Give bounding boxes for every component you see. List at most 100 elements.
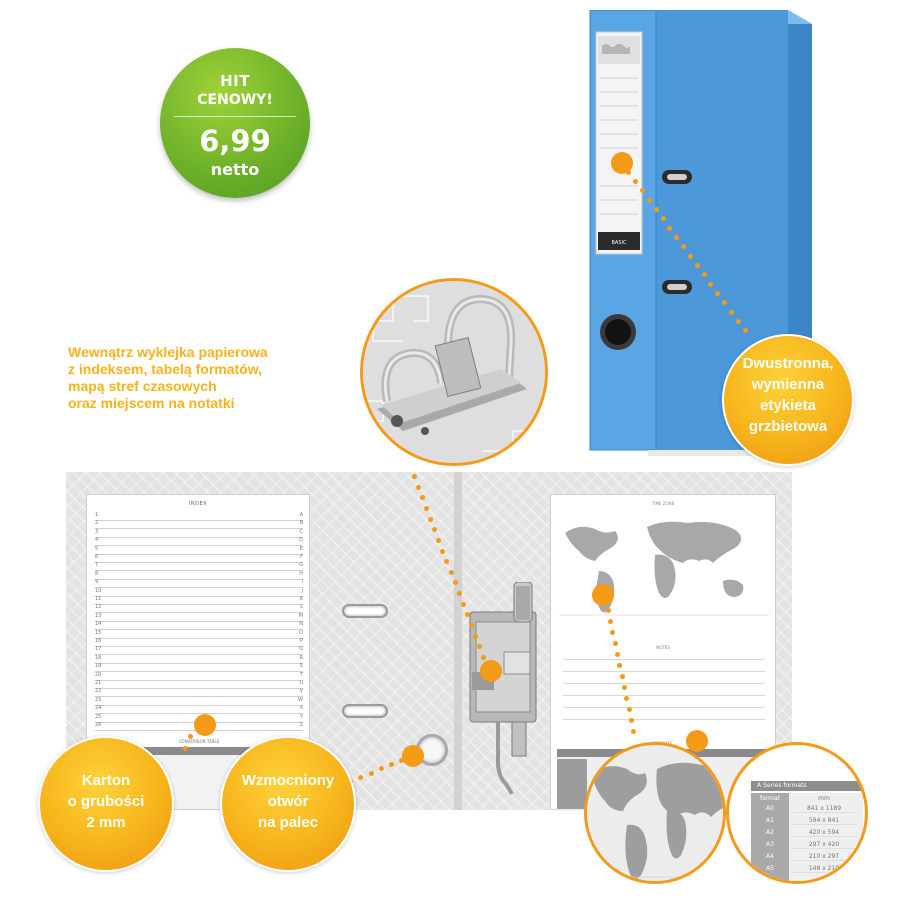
connector-dot [452,580,458,586]
callout-thumb-hole: Wzmocniony otwór na palec [220,736,356,872]
connector-dot [432,527,438,533]
connector-dot [624,695,630,701]
index-row-letter: T [299,671,303,678]
index-row-number: 19 [95,663,102,670]
formats-zoom-header: A Series formats [751,781,863,791]
connector-dot [646,197,652,203]
connector-dot [660,216,666,222]
connector-dot [605,608,611,614]
callout-line: 2 mm [86,814,126,831]
spine-brand-text: BASIC [612,240,627,246]
formats-row-format: A3 [766,841,774,848]
index-row-letter: C [299,528,304,535]
callout-line: o grubości [67,793,145,810]
connector-dot [708,281,714,287]
index-row-letter: E [299,545,303,552]
connector-dot [619,673,625,679]
world-map-small [559,521,769,616]
formats-row-mm: 148 x 210 [791,865,857,873]
callout-line: wymienna [751,376,825,393]
conversion-title: CONVERSION TABLE [178,739,220,744]
connector-dot [735,318,741,324]
pin-time-zone [592,584,614,606]
index-row-number: 6 [95,554,99,560]
index-row-letter: O [299,629,303,636]
callout-line: otwór [267,793,309,810]
index-row-letter: G [299,562,303,569]
pin-conversion [194,714,216,736]
notes-line [563,707,765,708]
callout-line: etykieta [760,397,816,414]
index-row-letter: B [299,520,303,527]
connector-dot [608,619,614,625]
connector-dot [667,225,673,231]
notes-line [563,659,765,660]
index-row-letter: A [299,512,303,518]
formats-row-mm: 297 x 420 [791,841,857,849]
callout-cardboard: Karton o grubości 2 mm [38,736,174,872]
connector-dot [681,244,687,250]
notes-line [563,695,765,696]
price-badge: HIT CENOWY! 6,99 netto [160,48,310,198]
index-row-letter: Q [299,646,303,653]
notes-line [563,719,765,720]
connector-dot [419,495,425,501]
index-row-number: 17 [95,646,102,653]
formats-row-mm: 841 x 1189 [791,805,857,813]
formats-row-format: A1 [766,817,774,824]
inner-description-line: Wewnątrz wyklejka papierowa [68,344,268,360]
index-row-number: 10 [95,587,102,594]
index-row: 17 Q [95,646,303,656]
callout-spine-label: Dwustronna, wymienna etykieta grzbietowa [722,334,854,466]
connector-dot [428,516,434,522]
connector-dot [615,652,621,658]
connector-dot [182,745,188,751]
connector-dot [368,770,374,776]
formats-col-format: format [759,795,781,802]
connector-dot [399,757,405,763]
connector-dot [687,253,693,259]
connector-dot [456,591,462,597]
notes-line [563,683,765,684]
index-row-letter: V [299,688,303,695]
index-row-number: 3 [95,528,99,535]
conversion-table-header [95,747,303,755]
badge-divider [174,116,296,117]
connector-dot [742,328,748,334]
pin-thumb-hole [402,745,424,767]
badge-line-2: CENOWY! [197,92,273,108]
connector-dot [440,548,446,554]
connector-dot [728,309,734,315]
index-row-number: 24 [95,705,102,712]
inner-description: Wewnątrz wyklejka papierowa z indeksem, … [68,344,338,412]
index-row-number: 22 [95,688,102,695]
index-row-number: 20 [95,671,102,678]
connector-dot [448,569,454,575]
zoom-world-map [584,742,726,884]
connector-dot [628,717,634,723]
formats-col-mm: mm [818,795,830,802]
index-row-letter: M [298,612,303,619]
index-row-letter: I [301,579,303,586]
connector-dot [633,179,639,185]
connector-dot [640,188,646,194]
index-row: 20 T [95,671,303,681]
index-row-number: 1 [95,512,99,518]
connector-dot [626,706,632,712]
connector-dot [701,272,707,278]
index-row-letter: L [300,604,303,611]
connector-dot [612,641,618,647]
